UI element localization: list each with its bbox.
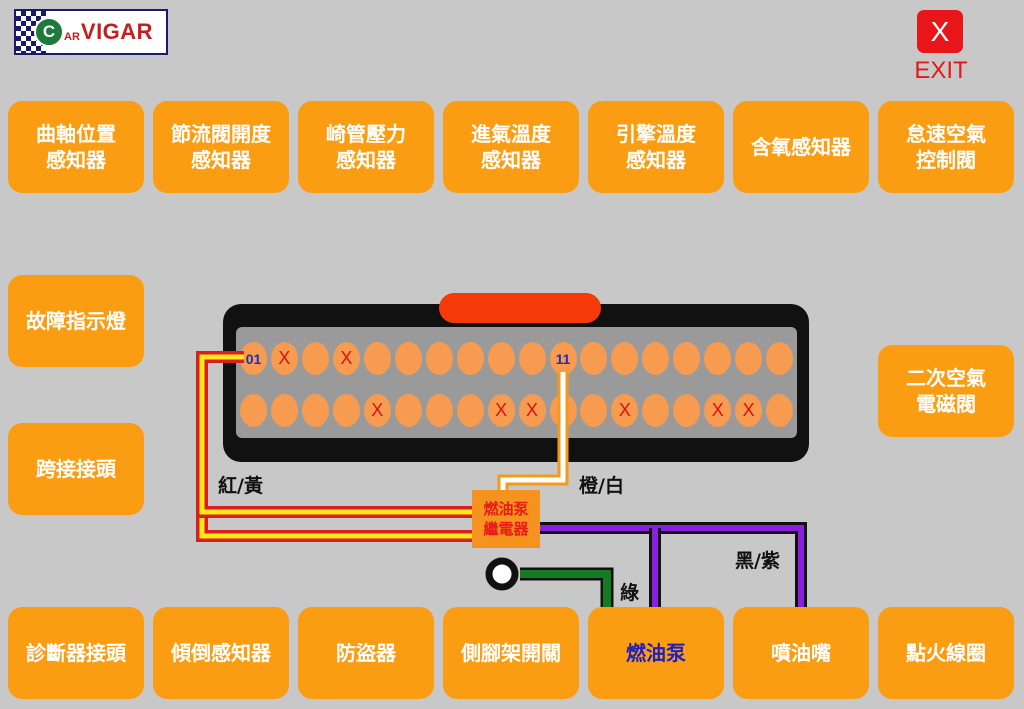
logo-letter: C (34, 17, 64, 47)
connector-pin (456, 342, 484, 375)
secondary-air-valve-button[interactable]: 二次空氣 電磁閥 (878, 345, 1014, 437)
wire-label-black-purple: 黑/紫 (735, 550, 780, 572)
idle-air-control-valve-button[interactable]: 怠速空氣 控制閥 (878, 101, 1014, 193)
connector-pin (425, 394, 453, 427)
connector-pin: X (735, 394, 763, 427)
manifold-pressure-sensor-button[interactable]: 崎管壓力 感知器 (298, 101, 434, 193)
connector-pin (301, 394, 329, 427)
fuel-pump-button[interactable]: 燃油泵 (588, 607, 724, 699)
diagnostic-connector-button[interactable]: 診斷器接頭 (8, 607, 144, 699)
connector-pin: X (518, 394, 546, 427)
connector-pin (611, 342, 639, 375)
carvigar-logo: C AR VIGAR (14, 9, 168, 55)
wire-orange-white-inner (500, 372, 566, 492)
connector-pin-field (236, 327, 797, 438)
connector-pin (456, 394, 484, 427)
ignition-coil-button[interactable]: 點火線圈 (878, 607, 1014, 699)
connector-pin (240, 394, 267, 427)
ground-terminal-icon (485, 557, 519, 591)
connector-pin (673, 394, 701, 427)
injector-button[interactable]: 噴油嘴 (733, 607, 869, 699)
wire-green-outer (520, 567, 614, 607)
connector-pin (518, 342, 546, 375)
connector-pin (673, 342, 701, 375)
connector-pin (766, 342, 794, 375)
intake-temp-sensor-button[interactable]: 進氣溫度 感知器 (443, 101, 579, 193)
engine-temp-sensor-button[interactable]: 引擎溫度 感知器 (588, 101, 724, 193)
connector-latch (439, 293, 601, 323)
connector-pin (735, 342, 763, 375)
wire-orange-white-outer (497, 372, 569, 492)
jumper-connector-button[interactable]: 跨接接頭 (8, 423, 144, 515)
connector-pin: X (332, 342, 360, 375)
throttle-position-sensor-button[interactable]: 節流閥開度 感知器 (153, 101, 289, 193)
malfunction-lamp-button[interactable]: 故障指示燈 (8, 275, 144, 367)
connector-pin (394, 342, 422, 375)
wire-red-yellow-inner-2 (199, 354, 475, 515)
connector-pin (580, 394, 608, 427)
connector-pin: 11 (549, 342, 577, 375)
logo-text: VIGAR (80, 19, 154, 44)
wire-label-orange-white: 橙/白 (579, 475, 624, 497)
connector-pin (642, 342, 670, 375)
crank-position-sensor-button[interactable]: 曲軸位置 感知器 (8, 101, 144, 193)
connector-pin (487, 342, 515, 375)
wire-label-green: 綠 (620, 582, 640, 604)
connector-pin: X (270, 342, 298, 375)
exit-button[interactable]: X (917, 10, 963, 53)
oxygen-sensor-button[interactable]: 含氧感知器 (733, 101, 869, 193)
connector-pin (363, 342, 391, 375)
connector-pin (270, 394, 298, 427)
connector-pin: X (704, 394, 732, 427)
connector-pin (704, 342, 732, 375)
logo-small-text: AR (64, 31, 80, 43)
wire-label-red-yellow: 紅/黃 (218, 475, 263, 497)
connector-pin: X (487, 394, 515, 427)
exit-label[interactable]: EXIT (914, 57, 968, 84)
wire-black-purple-inner (540, 525, 804, 607)
connector-pin (580, 342, 608, 375)
side-stand-switch-button[interactable]: 側腳架開關 (443, 607, 579, 699)
connector-pin: X (611, 394, 639, 427)
connector-pin: 01 (240, 342, 267, 375)
connector-pin (642, 394, 670, 427)
wire-green-inner (520, 570, 611, 607)
connector-pin (394, 394, 422, 427)
fuel-pump-relay: 燃油泵 繼電器 (472, 490, 540, 548)
tilt-sensor-button[interactable]: 傾倒感知器 (153, 607, 289, 699)
connector-pin (332, 394, 360, 427)
connector-pin (425, 342, 453, 375)
connector-pin (301, 342, 329, 375)
anti-theft-button[interactable]: 防盜器 (298, 607, 434, 699)
connector-pin: X (363, 394, 391, 427)
connector-pin (766, 394, 794, 427)
